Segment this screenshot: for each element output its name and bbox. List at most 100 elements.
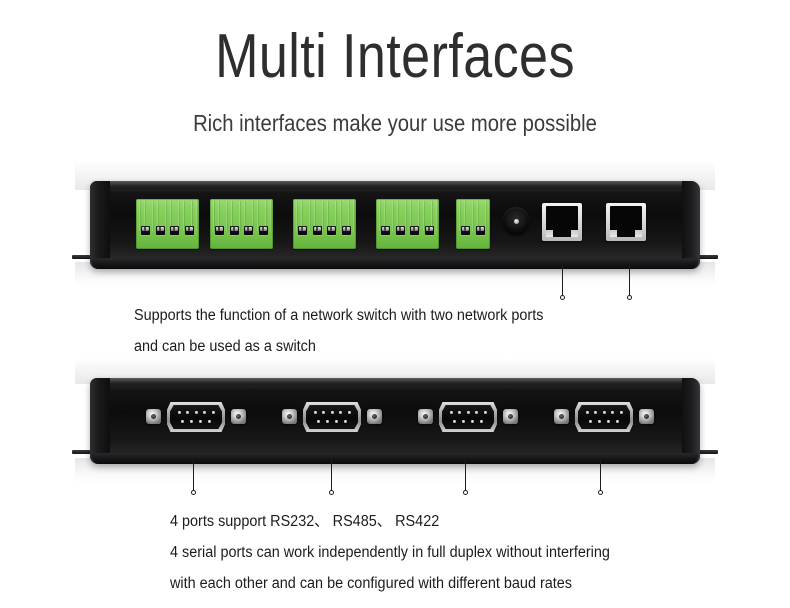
dc-power-jack[interactable] <box>502 207 530 235</box>
rj45-cavity <box>546 206 578 237</box>
db9-pin <box>615 420 619 424</box>
db9-pin <box>585 410 589 414</box>
db9-pin <box>462 420 466 424</box>
db9-pin <box>190 420 194 424</box>
serial-port-com2[interactable] <box>303 402 361 432</box>
chassis-right-bevel <box>682 378 700 464</box>
rj45-ledge-left <box>610 230 617 237</box>
db9-jackscrew <box>418 409 433 424</box>
db9-jackscrew <box>282 409 297 424</box>
db9-pin <box>458 410 461 414</box>
db9-pin <box>466 410 470 414</box>
db9-pin <box>479 420 483 424</box>
db9-pin <box>207 420 211 424</box>
terminal-screw[interactable] <box>244 225 254 235</box>
db9-cavity <box>442 405 494 429</box>
terminal-screw[interactable] <box>298 225 308 235</box>
terminal-screw[interactable] <box>258 225 268 235</box>
callout-line-com4 <box>600 460 601 492</box>
terminal-screw[interactable] <box>312 225 322 235</box>
terminal-screw[interactable] <box>141 225 151 235</box>
network-caption-line-1: Supports the function of a network switc… <box>134 307 544 324</box>
chassis-top-bevel <box>94 378 696 386</box>
db9-jackscrew <box>554 409 569 424</box>
db9-pin <box>598 420 602 424</box>
terminal-block-3[interactable] <box>293 199 356 249</box>
serial-caption-line-3: with each other and can be configured wi… <box>170 575 573 592</box>
db9-pin <box>211 410 215 414</box>
mounting-flange-right <box>692 450 718 454</box>
terminal-block-4[interactable] <box>376 199 439 249</box>
terminal-screw[interactable] <box>461 225 471 235</box>
terminal-screw-row <box>376 222 439 239</box>
callout-dot-com1 <box>191 490 196 495</box>
db9-pin <box>602 410 606 414</box>
db9-pin <box>483 410 487 414</box>
db9-pin-field <box>172 407 220 427</box>
terminal-block-5[interactable] <box>456 199 490 249</box>
callout-line-com3 <box>465 460 466 492</box>
terminal-screw[interactable] <box>215 225 225 235</box>
ethernet-port-lan1[interactable] <box>542 203 582 241</box>
chassis-bottom-bevel <box>92 258 698 269</box>
device-rear-panel <box>72 181 718 269</box>
rj45-ledge-right <box>635 230 642 237</box>
db9-pin <box>589 420 593 424</box>
chassis-left-bevel <box>90 181 110 269</box>
db9-pin-row-top <box>580 409 628 415</box>
chassis-right-bevel <box>682 181 700 269</box>
db9-pin <box>449 410 453 414</box>
db9-pin-row-bottom <box>175 419 216 425</box>
db9-pin <box>194 410 198 414</box>
db9-pin-row-bottom <box>311 419 352 425</box>
callout-dot-com3 <box>463 490 468 495</box>
terminal-screw[interactable] <box>395 225 405 235</box>
serial-port-com1[interactable] <box>167 402 225 432</box>
serial-port-com4[interactable] <box>575 402 633 432</box>
db9-pin <box>453 420 457 424</box>
rj45-key-notch <box>557 233 567 237</box>
db9-pin <box>347 410 351 414</box>
db9-pin-row-top <box>444 409 492 415</box>
db9-pin <box>177 410 181 414</box>
terminal-block-2[interactable] <box>210 199 273 249</box>
db9-jackscrew <box>231 409 246 424</box>
page-title: Multi Interfaces <box>215 22 575 91</box>
terminal-screw[interactable] <box>410 225 420 235</box>
callout-dot-com2 <box>329 490 334 495</box>
db9-cavity <box>306 405 358 429</box>
terminal-screw[interactable] <box>327 225 337 235</box>
db9-pin-field <box>444 407 492 427</box>
terminal-screw[interactable] <box>424 225 434 235</box>
callout-line-lan1 <box>562 264 563 297</box>
chassis-bottom-bevel <box>92 453 698 464</box>
callout-dot-com4 <box>598 490 603 495</box>
page-subtitle: Rich interfaces make your use more possi… <box>193 110 597 136</box>
terminal-screw[interactable] <box>341 225 351 235</box>
rj45-ledge-right <box>571 230 578 237</box>
callout-dot-lan1 <box>560 295 565 300</box>
chassis-left-bevel <box>90 378 110 464</box>
terminal-screw-row <box>210 222 273 239</box>
terminal-screw[interactable] <box>381 225 391 235</box>
terminal-screw[interactable] <box>155 225 165 235</box>
ethernet-port-lan2[interactable] <box>606 203 646 241</box>
db9-jackscrew <box>146 409 161 424</box>
serial-port-com3[interactable] <box>439 402 497 432</box>
terminal-screw-row <box>456 222 490 239</box>
rj45-key-notch <box>621 233 631 237</box>
terminal-screw[interactable] <box>229 225 239 235</box>
serial-caption-line-2: 4 serial ports can work independently in… <box>170 544 610 561</box>
terminal-screw[interactable] <box>475 225 485 235</box>
db9-pin <box>186 410 189 414</box>
network-caption: Supports the function of a network switc… <box>134 300 543 362</box>
terminal-screw-row <box>293 222 356 239</box>
db9-jackscrew <box>503 409 518 424</box>
terminal-block-1[interactable] <box>136 199 199 249</box>
terminal-screw[interactable] <box>170 225 180 235</box>
terminal-screw[interactable] <box>184 225 194 235</box>
db9-pin <box>619 410 623 414</box>
device-front-panel <box>72 378 718 464</box>
db9-pin <box>606 420 610 424</box>
